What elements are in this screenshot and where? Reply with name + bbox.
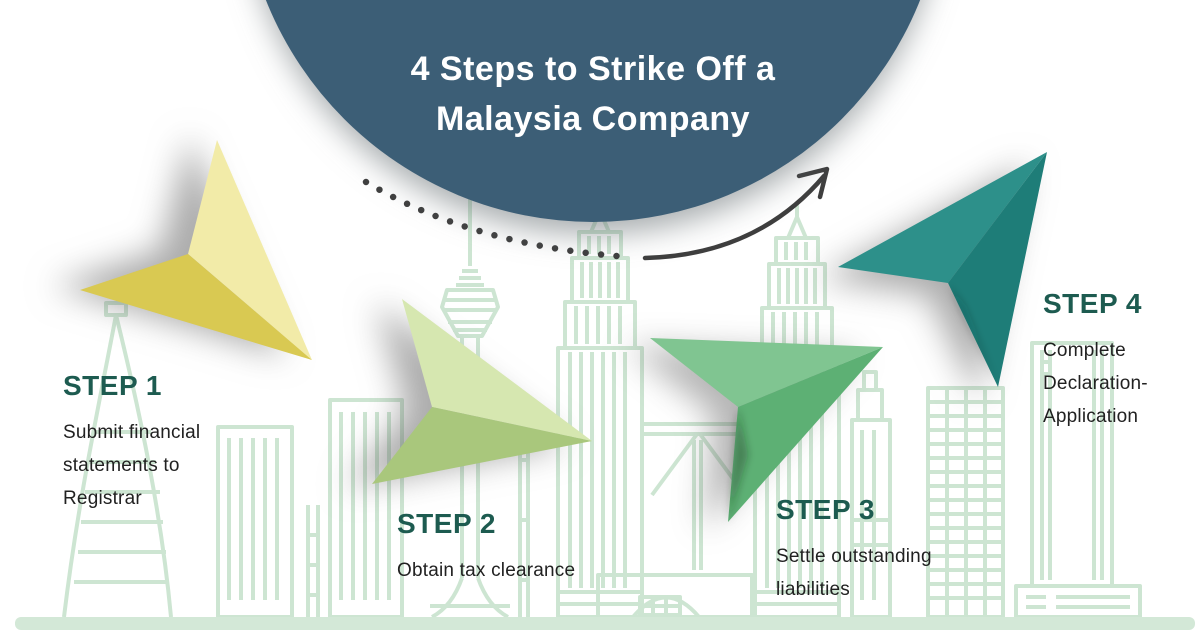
dotted-arc <box>362 178 634 261</box>
step-3-label: STEP 3 <box>776 494 875 525</box>
plane3-fold-shadow <box>728 407 748 522</box>
paper-plane-step1-icon <box>80 140 312 360</box>
step-3-desc-line: Settle outstanding <box>776 546 932 567</box>
step-1-label: STEP 1 <box>63 370 162 401</box>
ground-strip <box>15 617 1195 630</box>
step-3-block: STEP 3 Settle outstanding liabilities <box>776 494 932 606</box>
step-4-label: STEP 4 <box>1043 288 1142 319</box>
step-2-desc-line: Obtain tax clearance <box>397 560 576 581</box>
step-4-block: STEP 4 Complete Declaration- Application <box>1043 288 1148 433</box>
step-4-desc-line: Declaration- <box>1043 373 1148 394</box>
step-2-block: STEP 2 Obtain tax clearance <box>397 508 575 587</box>
plane4-fold-shadow <box>948 283 998 387</box>
plane2-fold-shadow <box>372 407 432 484</box>
infographic-title: 4 Steps to Strike Off a Malaysia Company <box>293 44 893 144</box>
paper-plane-step3-icon <box>650 338 883 522</box>
step-3-description: Settle outstanding liabilities <box>776 540 932 606</box>
step-1-desc-line: Submit financial <box>63 422 201 443</box>
paper-plane-step2-icon <box>372 299 592 484</box>
step-4-description: Complete Declaration- Application <box>1043 334 1148 433</box>
step-1-desc-line: Registrar <box>63 488 142 509</box>
step-1-description: Submit financial statements to Registrar <box>63 416 200 515</box>
paper-plane-step4-icon <box>838 152 1047 387</box>
step-4-desc-line: Application <box>1043 406 1139 427</box>
step-2-label: STEP 2 <box>397 508 496 539</box>
striped-building-mid <box>306 398 530 619</box>
arrow-head <box>796 166 830 200</box>
step-3-desc-line: liabilities <box>776 579 851 600</box>
title-line-2: Malaysia Company <box>435 100 751 138</box>
title-line-1: 4 Steps to Strike Off a <box>410 50 776 88</box>
step-2-description: Obtain tax clearance <box>397 554 575 587</box>
sail-tower-building <box>62 301 173 618</box>
step-1-block: STEP 1 Submit financial statements to Re… <box>63 370 200 515</box>
step-4-desc-line: Complete <box>1043 340 1126 361</box>
arrow-shaft <box>642 173 827 261</box>
step-1-desc-line: statements to <box>63 455 180 476</box>
